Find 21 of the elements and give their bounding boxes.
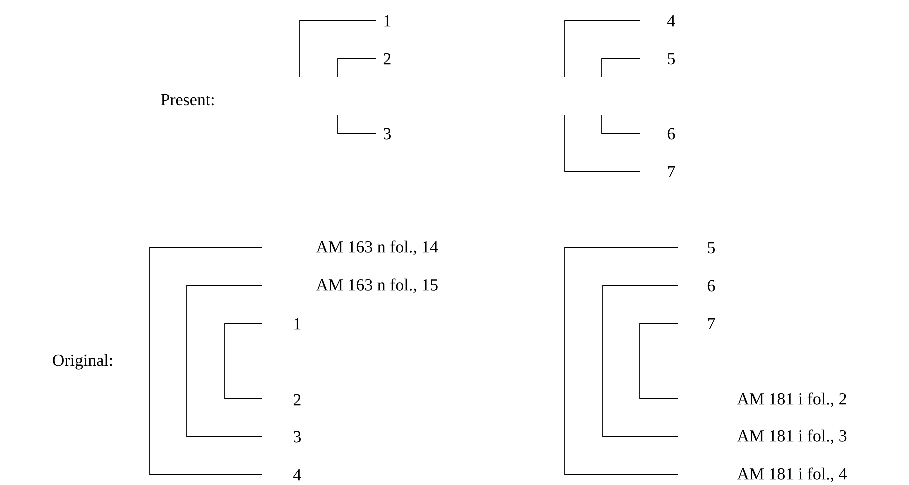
leaf-label: AM 163 n fol., 14 (316, 240, 438, 256)
leaf-number: 5 (708, 242, 716, 254)
section-label: Present: (161, 94, 214, 106)
leaf-number: 2 (294, 394, 301, 406)
leaf-number: 2 (384, 53, 391, 65)
leaf-label: AM 163 n fol., 15 (316, 278, 438, 294)
leaf-number: 1 (294, 318, 301, 330)
leaf-number: 6 (708, 280, 716, 292)
leaf-number: 7 (708, 318, 716, 330)
section-label: Original: (53, 354, 112, 370)
leaf-number: 7 (668, 166, 676, 178)
leaf-number: 1 (384, 15, 391, 27)
leaf-number: 3 (294, 431, 302, 443)
leaf-label: AM 181 i fol., 3 (737, 430, 847, 444)
leaf-number: 4 (668, 15, 676, 27)
leaf-number: 6 (668, 128, 676, 140)
leaf-label: AM 181 i fol., 2 (737, 392, 846, 408)
leaf-number: 4 (294, 469, 302, 481)
leaf-number: 3 (384, 128, 392, 140)
leaf-label: AM 181 i fol., 4 (737, 468, 848, 482)
leaf-number: 5 (668, 53, 676, 65)
